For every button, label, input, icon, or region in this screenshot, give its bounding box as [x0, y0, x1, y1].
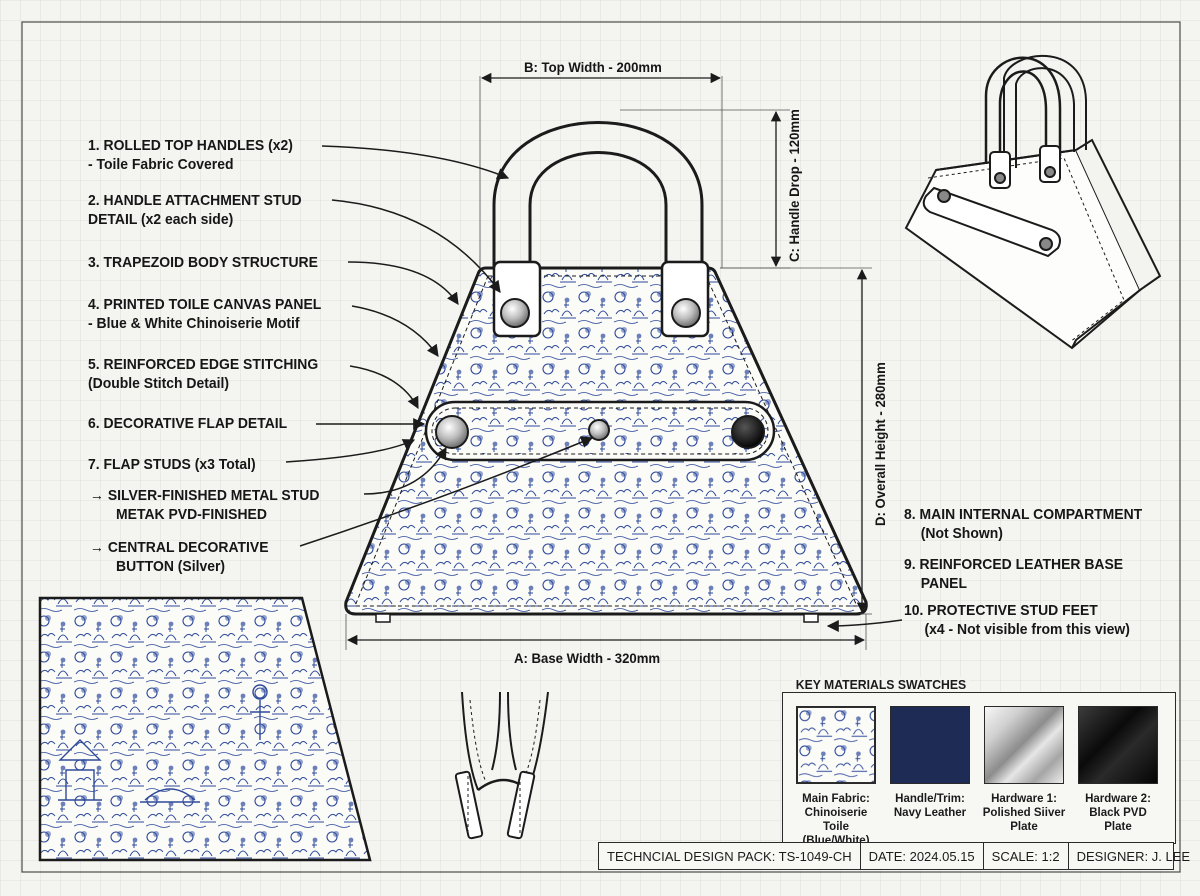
dim-label-top-width: B: Top Width - 200mm: [524, 59, 662, 75]
handle-stud: [671, 298, 701, 328]
design-pack-id: TECHNCIAL DESIGN PACK: TS-1049-CH: [599, 843, 861, 869]
swatch-caption: Hardware 2: Black PVD Plate: [1085, 793, 1151, 833]
silver-swatch-chip: [984, 706, 1064, 784]
swatch-black-pvd: Hardware 2: Black PVD Plate: [1074, 706, 1162, 834]
swatch-caption: Main Fabric: Chinoiserie Toile (Blue/Whi…: [802, 793, 870, 847]
handle-stud: [500, 298, 530, 328]
swatch-panel-title: KEY MATERIALS SWATCHES: [792, 677, 970, 692]
perspective-view: [904, 54, 1162, 350]
stud-foot: [803, 613, 819, 623]
callout-internal-compartment: 8. MAIN INTERNAL COMPARTMENT (Not Shown): [904, 506, 1143, 542]
callout-rolled-top-handles: 1. ROLLED TOP HANDLES (x2) - Toile Fabri…: [88, 137, 293, 173]
callout-stud-feet: 10. PROTECTIVE STUD FEET (x4 - Not visib…: [904, 602, 1130, 638]
leader-10: [826, 619, 903, 632]
black-swatch-chip: [1078, 706, 1158, 784]
swatch-caption: Hardware 1: Polished Siiver Plate: [982, 793, 1066, 833]
swatch-caption: Handle/Trim: Navy Leather: [893, 793, 967, 819]
callout-toile-canvas: 4. PRINTED TOILE CANVAS PANEL - Blue & W…: [88, 296, 322, 332]
swatch-main-fabric: Main Fabric: Chinoiserie Toile (Blue/Whi…: [792, 706, 880, 848]
leader-3: [347, 261, 459, 305]
drawing-scale: SCALE: 1:2: [984, 843, 1069, 869]
flap-stud-silver: [435, 415, 469, 449]
callout-leather-base: 9. REINFORCED LEATHER BASE PANEL: [904, 556, 1124, 592]
leader-1: [321, 145, 510, 180]
leader-silver-stud: [363, 446, 447, 495]
stud-foot: [375, 613, 391, 623]
central-button: [588, 419, 610, 441]
leader-2: [331, 199, 501, 293]
leader-central-button: [299, 436, 594, 547]
callout-edge-stitching: 5. REINFORCED EDGE STITCHING (Double Sti…: [88, 356, 319, 392]
toile-pagoda-motif: [58, 684, 270, 803]
callout-flap-studs: 7. FLAP STUDS (x3 Total): [88, 456, 256, 473]
design-date: DATE: 2024.05.15: [861, 843, 984, 869]
callout-trapezoid-body: 3. TRAPEZOID BODY STRUCTURE: [88, 254, 318, 271]
handle-attachment-detail: [454, 691, 549, 840]
dim-label-handle-drop: C: Handle Drop - 120mm: [786, 109, 802, 263]
leader-4: [351, 305, 439, 357]
callout-decorative-flap: 6. DECORATIVE FLAP DETAIL: [88, 415, 288, 432]
rolled-top-handle: [492, 121, 704, 268]
title-block: TECHNCIAL DESIGN PACK: TS-1049-CH DATE: …: [598, 842, 1190, 870]
swatch-silver-plate: Hardware 1: Polished Siiver Plate: [980, 706, 1068, 834]
toile-fabric-detail: [38, 596, 372, 862]
dim-label-overall-height: D: Overall Height - 280mm: [872, 362, 888, 526]
callout-handle-stud: 2. HANDLE ATTACHMENT STUD DETAIL (x2 eac…: [88, 192, 302, 228]
swatch-navy-leather: Handle/Trim: Navy Leather: [886, 706, 974, 820]
dim-label-base-width: A: Base Width - 320mm: [514, 650, 661, 666]
leader-5: [349, 365, 419, 410]
navy-swatch-chip: [890, 706, 970, 784]
leader-7: [285, 439, 416, 463]
callout-central-button: → CENTRAL DECORATIVE BUTTON (Silver): [90, 539, 269, 575]
flap-stud-black: [731, 415, 765, 449]
designer-name: DESIGNER: J. LEE: [1076, 848, 1191, 864]
callout-silver-stud: → SILVER-FINISHED METAL STUD METAK PVD-F…: [90, 487, 320, 523]
toile-swatch-chip: [796, 706, 876, 784]
